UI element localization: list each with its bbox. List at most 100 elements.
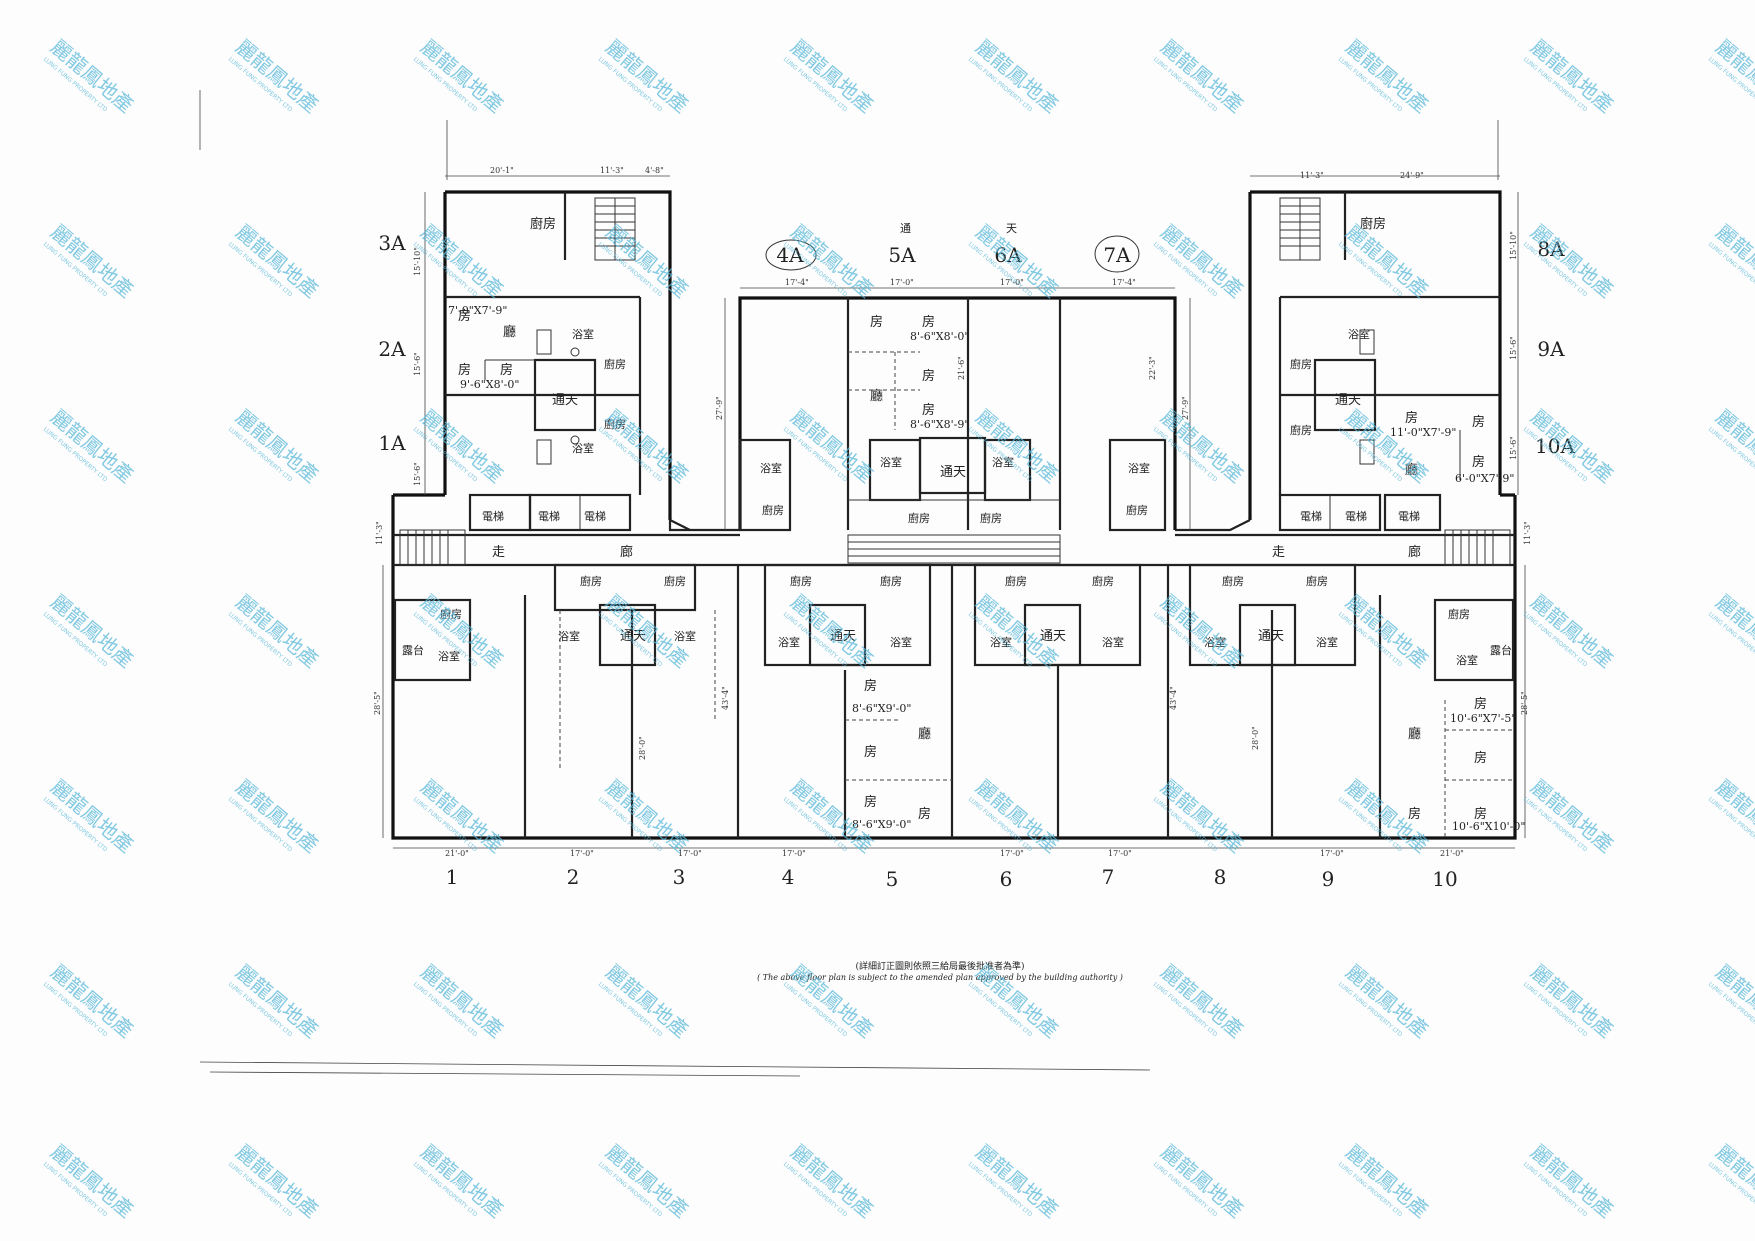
svg-text:LUNG FUNG PROPERTY LTD: LUNG FUNG PROPERTY LTD xyxy=(1152,981,1219,1039)
dimension-lines xyxy=(382,120,1526,849)
room-label: 浴室 xyxy=(760,461,782,475)
svg-text:麗龍鳳地產: 麗龍鳳地產 xyxy=(231,960,323,1043)
svg-text:LUNG FUNG PROPERTY LTD: LUNG FUNG PROPERTY LTD xyxy=(597,241,664,299)
svg-text:LUNG FUNG PROPERTY LTD: LUNG FUNG PROPERTY LTD xyxy=(1337,981,1404,1039)
unit-label-5a: 5A xyxy=(888,243,916,267)
svg-text:LUNG FUNG PROPERTY LTD: LUNG FUNG PROPERTY LTD xyxy=(227,56,294,114)
svg-text:LUNG FUNG PROPERTY LTD: LUNG FUNG PROPERTY LTD xyxy=(1152,426,1219,484)
column-label-4: 4 xyxy=(782,865,795,889)
lift-label: 電梯 xyxy=(482,510,504,523)
dimension-label: 8'-6"X8'-9" xyxy=(910,418,969,431)
svg-text:LUNG FUNG PROPERTY LTD: LUNG FUNG PROPERTY LTD xyxy=(782,426,849,484)
dimension-label: 11'-3" xyxy=(375,521,384,545)
room-label: 廚房 xyxy=(604,417,626,431)
room-label: 廚房 xyxy=(1290,357,1312,371)
svg-text:LUNG FUNG PROPERTY LTD: LUNG FUNG PROPERTY LTD xyxy=(1707,796,1755,854)
dimension-label: 15'-6" xyxy=(1509,336,1518,360)
corridor-label: 廊 xyxy=(620,544,633,560)
svg-text:麗龍鳳地產: 麗龍鳳地產 xyxy=(1711,220,1755,303)
svg-text:LUNG FUNG PROPERTY LTD: LUNG FUNG PROPERTY LTD xyxy=(227,796,294,854)
note-english: ( The above floor plan is subject to the… xyxy=(757,973,1123,982)
svg-text:LUNG FUNG PROPERTY LTD: LUNG FUNG PROPERTY LTD xyxy=(1522,981,1589,1039)
svg-text:LUNG FUNG PROPERTY LTD: LUNG FUNG PROPERTY LTD xyxy=(42,611,109,669)
unit-label-1a: 1A xyxy=(378,431,406,455)
svg-text:LUNG FUNG PROPERTY LTD: LUNG FUNG PROPERTY LTD xyxy=(1522,56,1589,114)
svg-text:LUNG FUNG PROPERTY LTD: LUNG FUNG PROPERTY LTD xyxy=(967,796,1034,854)
svg-text:麗龍鳳地產: 麗龍鳳地產 xyxy=(1526,220,1618,303)
svg-text:麗龍鳳地產: 麗龍鳳地產 xyxy=(1526,590,1618,673)
svg-text:LUNG FUNG PROPERTY LTD: LUNG FUNG PROPERTY LTD xyxy=(967,1161,1034,1219)
column-label-8: 8 xyxy=(1214,865,1227,889)
svg-text:麗龍鳳地產: 麗龍鳳地產 xyxy=(46,220,138,303)
svg-text:LUNG FUNG PROPERTY LTD: LUNG FUNG PROPERTY LTD xyxy=(782,796,849,854)
svg-text:麗龍鳳地產: 麗龍鳳地產 xyxy=(601,960,693,1043)
svg-text:LUNG FUNG PROPERTY LTD: LUNG FUNG PROPERTY LTD xyxy=(412,796,479,854)
svg-text:LUNG FUNG PROPERTY LTD: LUNG FUNG PROPERTY LTD xyxy=(597,796,664,854)
dimension-label: 43'-4" xyxy=(721,686,730,710)
room-label: 廚房 xyxy=(1290,423,1312,437)
dimension-label: 21'-6" xyxy=(957,356,966,380)
dimension-label: 15'-10" xyxy=(413,247,422,276)
svg-text:麗龍鳳地產: 麗龍鳳地產 xyxy=(971,775,1063,858)
room-label: 廚房 xyxy=(530,216,556,232)
svg-text:麗龍鳳地產: 麗龍鳳地產 xyxy=(416,775,508,858)
svg-text:麗龍鳳地產: 麗龍鳳地產 xyxy=(46,775,138,858)
room-label: 廳 xyxy=(1405,462,1418,478)
svg-text:LUNG FUNG PROPERTY LTD: LUNG FUNG PROPERTY LTD xyxy=(42,426,109,484)
lightwell-label: 通天 xyxy=(1335,393,1361,408)
svg-text:麗龍鳳地產: 麗龍鳳地產 xyxy=(1341,220,1433,303)
dimension-label: 17'-4" xyxy=(785,278,809,287)
svg-text:LUNG FUNG PROPERTY LTD: LUNG FUNG PROPERTY LTD xyxy=(227,241,294,299)
room-label: 房 xyxy=(922,314,935,330)
scan-edge-lines xyxy=(199,90,1151,1077)
svg-text:麗龍鳳地產: 麗龍鳳地產 xyxy=(1156,1140,1248,1223)
svg-text:LUNG FUNG PROPERTY LTD: LUNG FUNG PROPERTY LTD xyxy=(42,241,109,299)
dimension-label: 11'-3" xyxy=(1523,521,1532,545)
room-label: 浴室 xyxy=(778,635,800,649)
svg-text:麗龍鳳地產: 麗龍鳳地產 xyxy=(416,590,508,673)
room-label: 浴室 xyxy=(890,635,912,649)
svg-text:LUNG FUNG PROPERTY LTD: LUNG FUNG PROPERTY LTD xyxy=(412,981,479,1039)
right-wing xyxy=(1278,192,1511,566)
dimension-label: 21'-0" xyxy=(1440,849,1464,858)
room-label: 浴室 xyxy=(1204,635,1226,649)
svg-text:麗龍鳳地產: 麗龍鳳地產 xyxy=(786,405,878,488)
dimension-label: 17'-0" xyxy=(678,849,702,858)
dimension-label: 28'-0" xyxy=(1251,726,1260,750)
room-label: 房 xyxy=(864,678,877,694)
unit-label-4a: 4A xyxy=(776,243,804,267)
unit-label-10a: 10A xyxy=(1535,434,1575,458)
room-label: 浴室 xyxy=(1348,327,1370,341)
column-label-2: 2 xyxy=(567,865,580,889)
svg-text:麗龍鳳地產: 麗龍鳳地產 xyxy=(416,1140,508,1223)
svg-text:LUNG FUNG PROPERTY LTD: LUNG FUNG PROPERTY LTD xyxy=(412,56,479,114)
svg-text:LUNG FUNG PROPERTY LTD: LUNG FUNG PROPERTY LTD xyxy=(1707,981,1755,1039)
room-label: 浴室 xyxy=(880,455,902,469)
svg-text:麗龍鳳地產: 麗龍鳳地產 xyxy=(1526,35,1618,118)
dimension-label: 27'-9" xyxy=(1181,396,1190,420)
corridor-label: 走 xyxy=(1272,545,1285,560)
dimension-label: 17'-0" xyxy=(1320,849,1344,858)
svg-text:麗龍鳳地產: 麗龍鳳地產 xyxy=(1711,775,1755,858)
dimension-label: 17'-0" xyxy=(890,278,914,287)
svg-text:LUNG FUNG PROPERTY LTD: LUNG FUNG PROPERTY LTD xyxy=(227,1161,294,1219)
room-label: 廚房 xyxy=(1222,574,1244,588)
dimension-label: 11'-3" xyxy=(600,166,624,175)
svg-text:麗龍鳳地產: 麗龍鳳地產 xyxy=(231,220,323,303)
